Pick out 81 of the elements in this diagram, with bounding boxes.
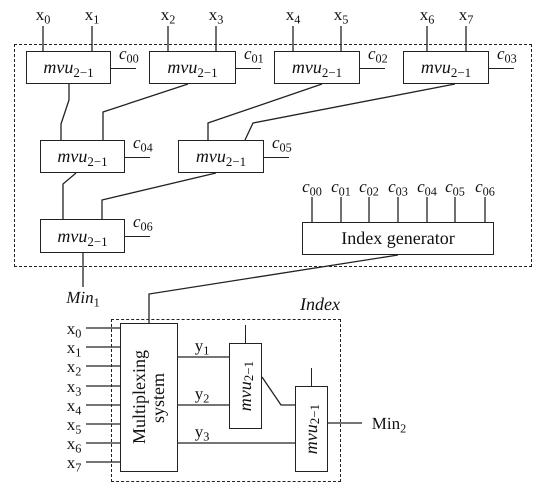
process-box [120, 323, 178, 472]
box-label: Index generator [341, 229, 455, 248]
connector-line [101, 172, 216, 219]
signal-label: c$_{01}$ [327, 175, 355, 197]
connector-line [86, 327, 120, 329]
connector-line [86, 461, 120, 463]
box-label: mvu$_{2−1}$ [167, 58, 218, 77]
connector-line [86, 346, 120, 348]
connector-line [454, 197, 456, 222]
signal-label: x$_{3}$ [203, 3, 229, 26]
connector-line [397, 197, 399, 222]
signal-label: x$_{0}$ [30, 3, 56, 26]
signal-label: c$_{03}$ [384, 175, 412, 197]
signal-label: x$_{7}$ [453, 3, 479, 26]
connector-line [60, 84, 70, 140]
group-title: Index [300, 295, 340, 313]
connector-line [86, 365, 120, 367]
signal-label: x$_{0}$ [62, 318, 86, 338]
box-label: mvu$_{2−1}$ [43, 58, 94, 77]
output-label: c$_{01}$ [244, 45, 264, 62]
connector-line [102, 83, 188, 140]
box-label: mvu$_{2−1}$ [57, 147, 108, 166]
connector-line [86, 385, 120, 387]
connector-line [86, 423, 120, 425]
connector-line [368, 197, 370, 222]
signal-label: Min$_{2}$ [362, 411, 416, 435]
connector-line [292, 26, 294, 51]
connector-line [86, 404, 120, 406]
connector-line [261, 376, 295, 406]
output-label: c$_{04}$ [133, 134, 153, 151]
connector-line [42, 26, 44, 51]
box-label: Multiplexing system [130, 349, 168, 446]
connector-line [82, 253, 84, 287]
box-label: mvu$_{2−1}$ [420, 58, 472, 77]
output-label: c$_{02}$ [368, 45, 388, 62]
connector-line [178, 404, 229, 406]
connector-line [178, 356, 229, 358]
signal-label: x$_{6}$ [62, 433, 86, 453]
signal-label: x$_{4}$ [62, 395, 86, 415]
connector-line [340, 26, 342, 51]
connector-line [207, 83, 322, 140]
signal-label: c$_{05}$ [441, 175, 469, 197]
output-label: c$_{05}$ [272, 134, 292, 151]
signal-label: x$_{2}$ [155, 3, 181, 26]
signal-label: x$_{5}$ [62, 414, 86, 434]
connector-line [178, 442, 295, 444]
connector-line [91, 26, 93, 51]
output-label: c$_{00}$ [119, 45, 139, 62]
box-label: mvu$_{2−1}$ [57, 226, 108, 246]
signal-label: c$_{02}$ [355, 175, 383, 197]
signal-label: x$_{5}$ [328, 3, 354, 26]
signal-label: x$_{1}$ [62, 337, 86, 357]
connector-line [311, 197, 313, 222]
signal-label: Min$_{1}$ [58, 287, 108, 308]
signal-label: c$_{06}$ [471, 175, 499, 197]
signal-label: x$_{6}$ [414, 3, 440, 26]
box-label: mvu$_{2−1}$ [292, 58, 342, 77]
signal-label: x$_{3}$ [62, 376, 86, 396]
process-box [302, 222, 494, 255]
dashed-group-box [14, 44, 532, 267]
connector-line [340, 197, 342, 222]
connector-line [148, 254, 398, 323]
connector-line [328, 422, 362, 424]
signal-label: x$_{4}$ [280, 3, 306, 26]
signal-label: x$_{7}$ [62, 452, 86, 472]
connector-line [484, 197, 486, 222]
connector-line [465, 26, 467, 51]
box-label: mvu$_{2−1}$ [196, 147, 246, 166]
signal-label: x$_{1}$ [79, 3, 105, 26]
connector-line [215, 26, 217, 51]
connector-line [244, 83, 456, 140]
connector-line [426, 26, 428, 51]
signal-label: x$_{2}$ [62, 356, 86, 376]
signal-label: c$_{04}$ [413, 175, 441, 197]
connector-line [62, 172, 76, 219]
signal-label: c$_{00}$ [298, 175, 326, 197]
connector-line [167, 26, 169, 51]
connector-line [426, 197, 428, 222]
output-label: c$_{03}$ [497, 45, 517, 62]
connector-line [86, 442, 120, 444]
output-label: c$_{06}$ [133, 213, 153, 230]
